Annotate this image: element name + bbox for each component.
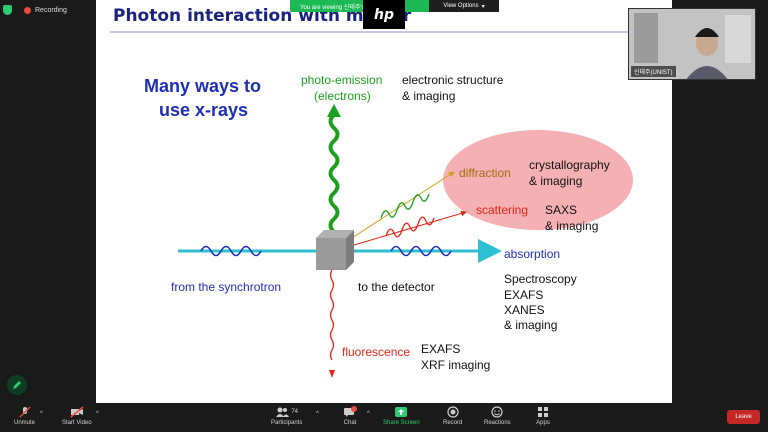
chat-button[interactable]: Chat bbox=[343, 406, 357, 426]
label-electronic-imaging: & imaging bbox=[402, 89, 456, 103]
view-options-button[interactable]: View Options ▾ bbox=[429, 0, 499, 12]
leave-button[interactable]: Leave bbox=[727, 410, 760, 424]
start-video-button[interactable]: Start Video bbox=[62, 406, 92, 426]
chevron-up-icon: ^ bbox=[316, 411, 319, 417]
slide-subtitle-2: use x-rays bbox=[159, 100, 249, 120]
apps-label: Apps bbox=[536, 420, 550, 426]
chat-options-chevron[interactable]: ^ bbox=[367, 409, 370, 417]
label-exafs: EXAFS bbox=[504, 288, 544, 302]
meeting-toolbar: Unmute ^ Start Video ^ 74 Participants ^… bbox=[0, 403, 768, 432]
label-fluor-exafs: EXAFS bbox=[421, 342, 461, 356]
participant-name: 신태주(UNIST) bbox=[631, 66, 676, 77]
label-photo-emission: photo-emission bbox=[301, 73, 383, 87]
chevron-up-icon: ^ bbox=[96, 411, 99, 417]
label-spectroscopy: Spectroscopy bbox=[504, 272, 577, 286]
label-saxs-imaging: & imaging bbox=[545, 219, 599, 233]
chat-icon bbox=[344, 406, 357, 417]
label-from-synchrotron: from the synchrotron bbox=[171, 280, 282, 294]
label-to-detector: to the detector bbox=[358, 280, 435, 294]
shared-slide: Photon interaction with matter bbox=[96, 0, 672, 403]
label-xanes: XANES bbox=[504, 303, 545, 317]
viewing-screen-banner: You are viewing 신태주's screen bbox=[290, 0, 430, 12]
record-button[interactable]: Record bbox=[443, 406, 462, 426]
shield-icon bbox=[3, 5, 12, 15]
hp-logo: hp bbox=[363, 0, 405, 29]
share-screen-button[interactable]: Share Screen bbox=[383, 406, 420, 426]
interaction-diagram bbox=[178, 104, 633, 378]
share-screen-label: Share Screen bbox=[383, 420, 420, 426]
chevron-up-icon: ^ bbox=[40, 411, 43, 417]
video-options-chevron[interactable]: ^ bbox=[96, 409, 99, 417]
share-screen-icon bbox=[395, 407, 408, 417]
participants-label: Participants bbox=[271, 420, 303, 426]
reactions-label: Reactions bbox=[484, 420, 511, 426]
label-electronic-structure: electronic structure bbox=[402, 73, 504, 87]
record-label: Record bbox=[443, 420, 463, 426]
reactions-button[interactable]: Reactions bbox=[484, 406, 511, 426]
chevron-down-icon: ▾ bbox=[481, 3, 485, 10]
smiley-icon bbox=[491, 406, 503, 418]
title-divider bbox=[110, 31, 670, 33]
label-fluorescence: fluorescence bbox=[342, 345, 411, 359]
apps-icon bbox=[538, 407, 548, 417]
label-crystallography: crystallography bbox=[529, 158, 610, 172]
audio-options-chevron[interactable]: ^ bbox=[40, 409, 43, 417]
record-icon bbox=[447, 406, 459, 418]
video-camera-off-icon bbox=[70, 406, 84, 418]
participant-count: 74 bbox=[291, 409, 299, 415]
label-scattering: scattering bbox=[476, 203, 529, 217]
view-options-label: View Options bbox=[443, 3, 479, 9]
label-electrons: (electrons) bbox=[314, 89, 371, 103]
label-saxs: SAXS bbox=[545, 203, 578, 217]
chat-label: Chat bbox=[343, 420, 357, 426]
label-crystallography-imaging: & imaging bbox=[529, 174, 583, 188]
chevron-up-icon: ^ bbox=[367, 411, 370, 417]
participants-icon bbox=[276, 407, 290, 417]
recording-indicator: Recording bbox=[3, 5, 67, 15]
scattering-ellipse bbox=[443, 130, 633, 230]
participant-video[interactable]: 신태주(UNIST) bbox=[628, 8, 756, 80]
participants-button[interactable]: 74 Participants bbox=[271, 406, 302, 426]
unmute-button[interactable]: Unmute bbox=[14, 406, 35, 426]
banner-text: You are viewing 신태주's screen bbox=[300, 4, 385, 11]
annotate-button[interactable] bbox=[7, 375, 27, 395]
label-absorption-imaging: & imaging bbox=[504, 318, 558, 332]
pencil-icon bbox=[13, 381, 21, 389]
participants-options-chevron[interactable]: ^ bbox=[316, 409, 319, 417]
unmute-label: Unmute bbox=[14, 420, 36, 426]
record-dot-icon bbox=[24, 6, 31, 14]
apps-button[interactable]: Apps bbox=[536, 406, 550, 426]
start-video-label: Start Video bbox=[62, 420, 92, 426]
microphone-muted-icon bbox=[18, 406, 31, 418]
hp-logo-mark: hp bbox=[374, 6, 394, 23]
slide-subtitle-1: Many ways to bbox=[144, 76, 262, 96]
recording-label: Recording bbox=[35, 6, 67, 14]
label-diffraction: diffraction bbox=[459, 166, 511, 180]
label-xrf-imaging: XRF imaging bbox=[421, 358, 491, 372]
label-absorption: absorption bbox=[504, 247, 561, 261]
